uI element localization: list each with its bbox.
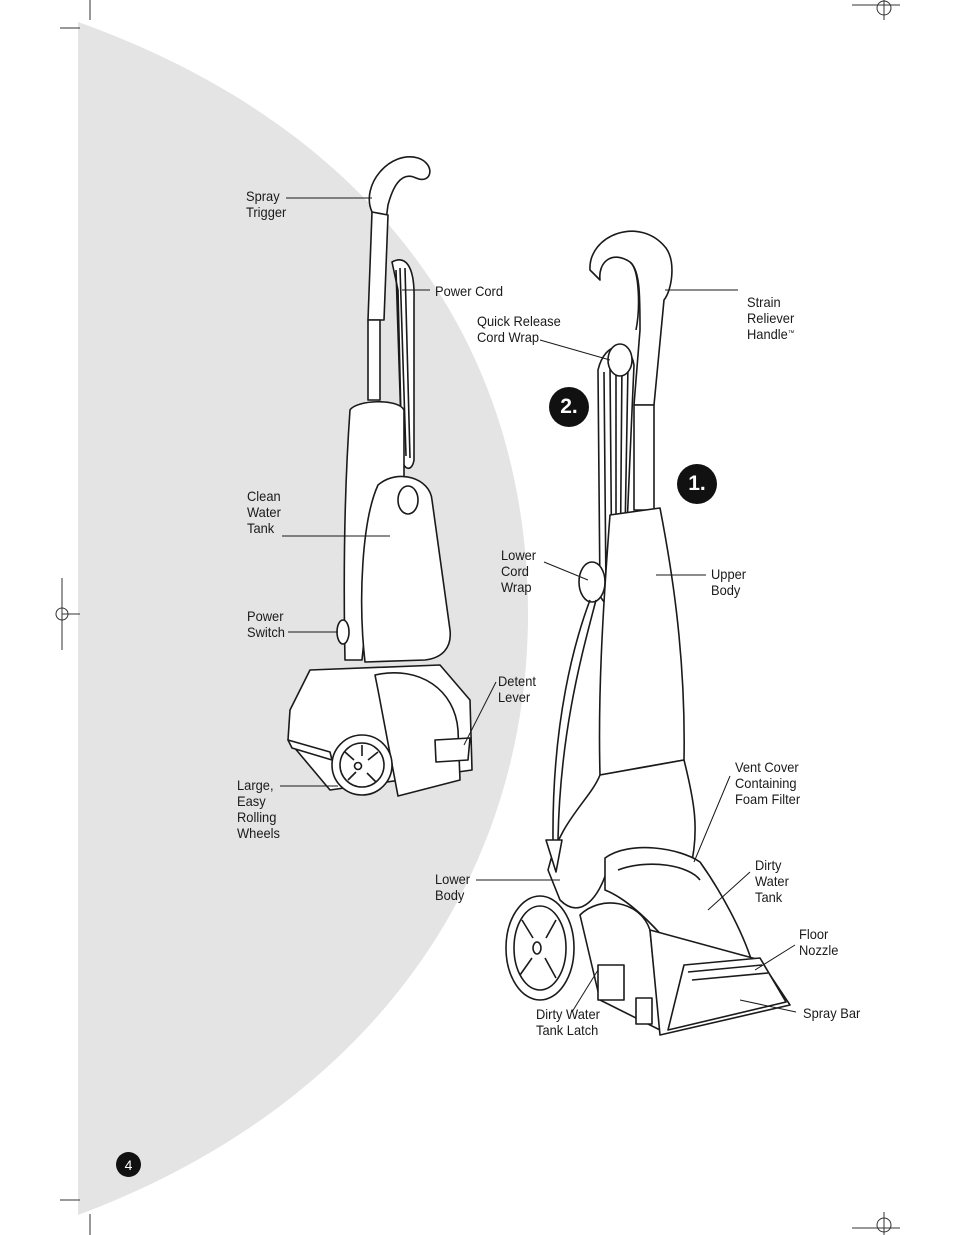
label-clean-water-tank: Clean Water Tank [247,488,281,536]
label-strain-reliever-handle-text: Strain Reliever Handle [747,294,795,342]
trademark-symbol: ™ [787,330,795,337]
label-upper-body: Upper Body [711,566,747,598]
label-dirty-water-tank: Dirty Water Tank [755,857,789,905]
step-badge-two: 2. [549,387,589,427]
label-spray-trigger: Spray Trigger [246,188,287,220]
label-strain-reliever-handle: Strain Reliever Handle™ [747,278,794,342]
label-wheels: Large, Easy Rolling Wheels [237,777,280,841]
step-badge-one: 1. [677,464,717,504]
background-arc [78,22,529,1215]
label-power-switch: Power Switch [247,608,285,640]
left-vacuum-drawing [287,156,473,797]
leader-lines [280,197,797,1013]
label-lower-cord-wrap: Lower Cord Wrap [501,547,537,595]
page-number: 4 [116,1152,141,1177]
label-dirty-water-tank-latch: Dirty Water Tank Latch [536,1006,600,1038]
label-vent-cover: Vent Cover Containing Foam Filter [735,759,801,807]
crop-marks [55,0,900,1235]
label-quick-release-cord-wrap: Quick Release Cord Wrap [477,313,561,345]
label-lower-body: Lower Body [435,871,471,903]
label-detent-lever: Detent Lever [498,673,536,705]
label-spray-bar: Spray Bar [803,1005,861,1021]
label-power-cord: Power Cord [435,283,504,299]
right-vacuum-drawing [505,230,791,1036]
label-floor-nozzle: Floor Nozzle [799,926,839,958]
